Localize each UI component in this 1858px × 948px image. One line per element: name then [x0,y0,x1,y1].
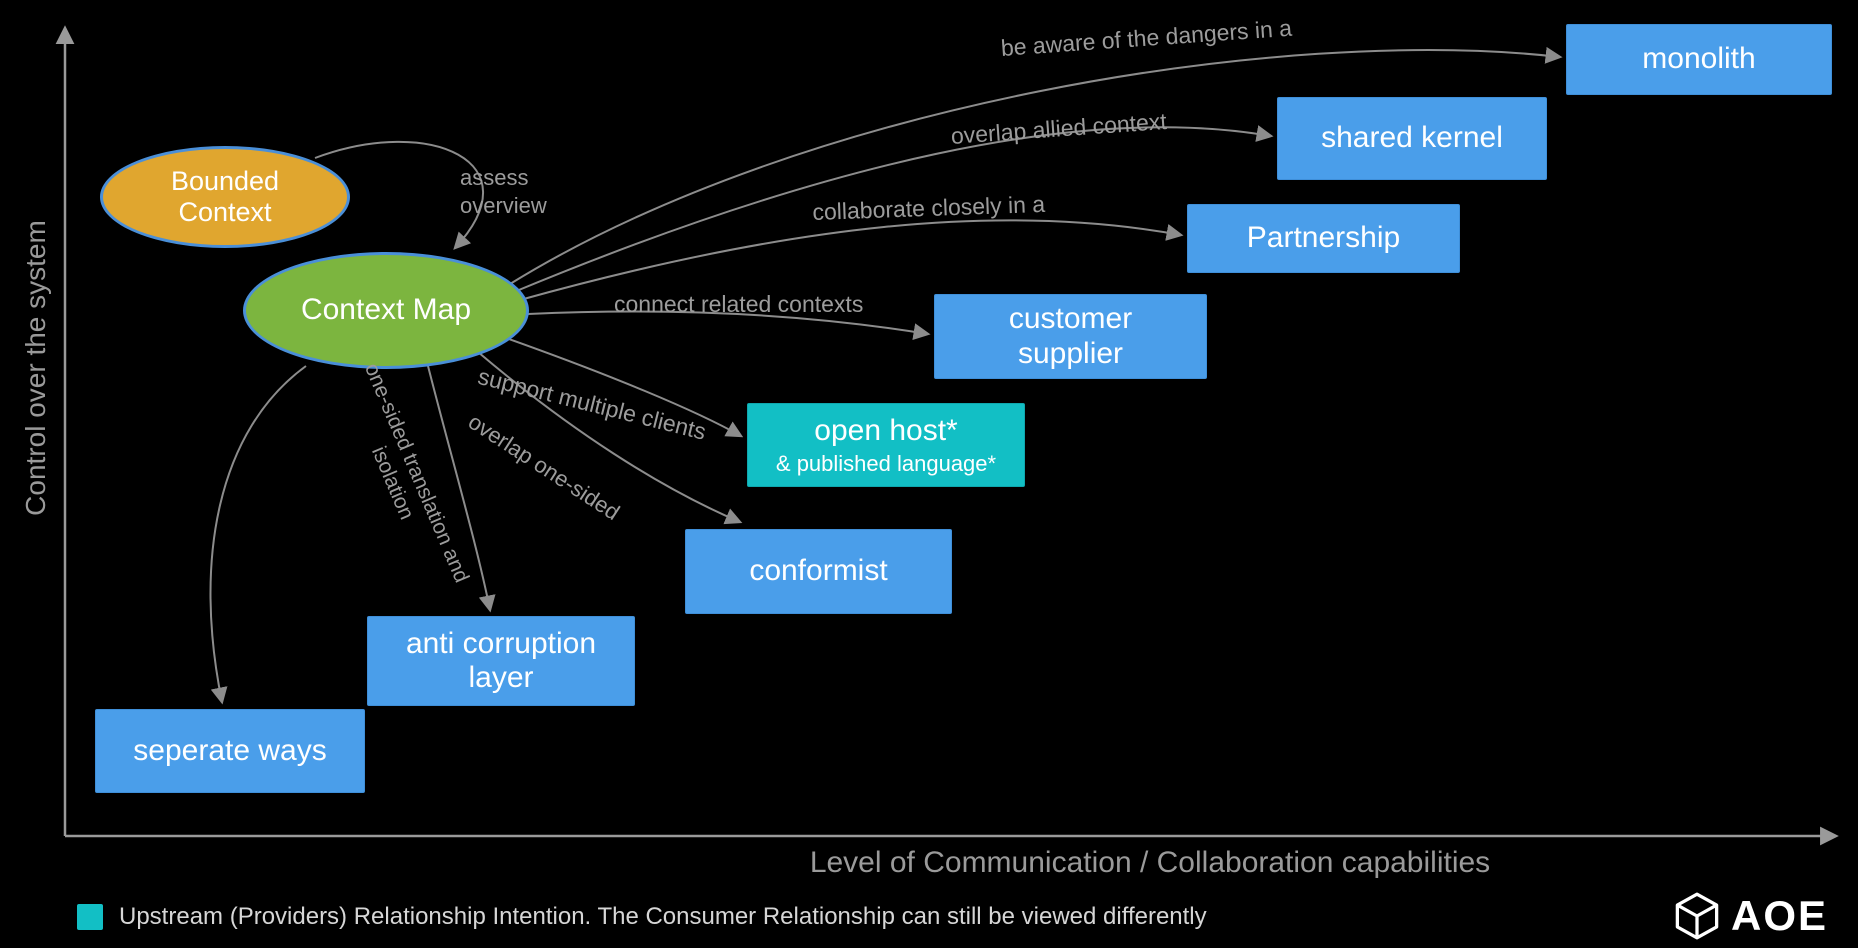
node-monolith-label: monolith [1642,42,1756,76]
node-seperate-ways: seperate ways [95,709,365,793]
edge-label-connect-related: connect related contexts [614,291,864,317]
node-shared-kernel: shared kernel [1277,97,1547,180]
legend-text: Upstream (Providers) Relationship Intent… [119,903,1207,930]
legend: Upstream (Providers) Relationship Intent… [77,903,1207,931]
node-conformist: conformist [685,529,952,614]
node-partnership: Partnership [1187,204,1460,273]
node-customer-supplier-label: customer supplier [1008,302,1133,370]
edge-seperate-ways-arrow [209,365,307,705]
node-bounded-context-label: Bounded Context [170,165,280,227]
node-bounded-context: Bounded Context [100,146,350,248]
node-context-map-label: Context Map [300,293,472,327]
node-open-host-label: open host* [814,414,958,448]
node-seperate-ways-label: seperate ways [133,733,327,767]
aoe-cube-icon [1675,892,1719,940]
node-monolith: monolith [1566,24,1832,95]
node-customer-supplier: customer supplier [934,294,1207,379]
edge-partnership-arrow [519,219,1184,301]
aoe-logo-text: AOE [1730,892,1828,939]
node-shared-kernel-label: shared kernel [1321,121,1503,155]
aoe-logo: AOE [1675,892,1828,940]
edge-label-be-aware: be aware of the dangers in a [1000,14,1293,61]
legend-upstream-swatch [77,904,103,930]
node-anti-corruption-layer-label: anti corruption layer [405,626,597,695]
edge-label-one-sided-translation: one-sided translation and isolation [359,359,474,586]
edge-label-collaborate-closely: collaborate closely in a [812,190,1046,225]
node-open-host-sublabel: & published language* [775,450,997,476]
node-open-host: open host* & published language* [747,403,1025,487]
node-context-map: Context Map [243,252,529,369]
node-anti-corruption-layer: anti corruption layer [367,616,635,706]
node-conformist-label: conformist [749,554,888,588]
x-axis-label: Level of Communication / Collaboration c… [809,846,1491,879]
node-partnership-label: Partnership [1246,221,1401,255]
edge-label-assess-overview: assess overview [460,165,547,218]
y-axis-label: Control over the system [20,220,51,516]
edge-label-overlap-allied: overlap allied context [950,107,1168,149]
